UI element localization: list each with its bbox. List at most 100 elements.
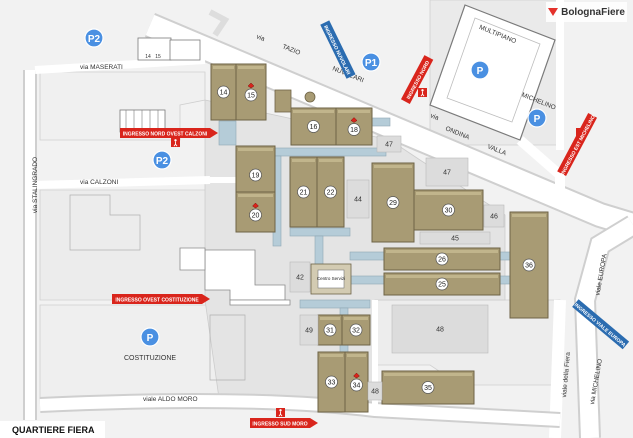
pedestrian-icon: [418, 88, 427, 97]
parking-label: P: [477, 66, 484, 77]
street-via-calzoni: via CALZONI: [80, 179, 118, 186]
area-number: 48: [436, 327, 444, 334]
hall-number: 14: [220, 90, 228, 97]
hall-number: 35: [424, 385, 432, 392]
street-via: via: [255, 33, 266, 43]
area-number: 47: [443, 170, 451, 177]
centro-servizi-label: Centro Servizi: [317, 276, 345, 281]
hall-25[interactable]: 25: [383, 272, 501, 296]
hall-20[interactable]: 20: [235, 191, 276, 233]
label-layer: via STALINGRADO via MASERATI via CALZONI…: [32, 24, 609, 405]
hall-number: 18: [350, 127, 358, 134]
hall-33[interactable]: 33: [317, 351, 346, 413]
hall-number: 30: [445, 208, 453, 215]
hall-21[interactable]: 21: [289, 156, 318, 228]
pedestrian-icon: [276, 408, 285, 417]
area-number: 44: [354, 197, 362, 204]
area-number: 46: [490, 214, 498, 221]
area-number: 47: [385, 142, 393, 149]
hall-number: 32: [352, 328, 360, 335]
hall-42[interactable]: 42: [289, 261, 311, 293]
street-viale-aldo-moro: viale ALDO MORO: [143, 396, 198, 403]
hall-number: 22: [327, 190, 335, 197]
parking-p-marker[interactable]: P: [527, 108, 547, 128]
entrance-sud-moro-label: INGRESSO SUD MORO: [252, 422, 307, 428]
hall-number: 29: [389, 200, 397, 207]
hall-44[interactable]: 44: [346, 179, 370, 219]
hall-number: 25: [438, 282, 446, 289]
multipiano-layer: [119, 4, 556, 141]
hall-number: 34: [353, 383, 361, 390]
car-park-label-b: 15: [155, 54, 161, 60]
highlight-marker-icon: [247, 82, 255, 89]
hall-49[interactable]: 49: [299, 314, 319, 346]
hall-number: 20: [252, 213, 260, 220]
area-number: 49: [305, 328, 313, 335]
car-park-label-a: 14: [145, 54, 151, 60]
hall-22[interactable]: 22: [316, 156, 345, 228]
street-via-2: via: [429, 112, 440, 122]
hall-number: 19: [252, 173, 260, 180]
hall-14[interactable]: 14: [210, 63, 237, 121]
street-via-stalingrado: via STALINGRADO: [32, 157, 39, 213]
entrance-ovest-costituzione-label: INGRESSO OVEST COSTITUZIONE: [115, 298, 199, 304]
parking-p1-marker[interactable]: P1: [361, 52, 381, 72]
hall-47[interactable]: 47: [376, 135, 402, 153]
hall-47[interactable]: 47: [425, 157, 469, 187]
hall-48[interactable]: 48: [367, 381, 383, 401]
hall-number: 16: [310, 124, 318, 131]
entrance-sud-moro[interactable]: INGRESSO SUD MORO: [250, 418, 318, 428]
brand-name: BolognaFiere: [561, 6, 625, 18]
hall-29[interactable]: 29: [371, 162, 415, 243]
map-title: QUARTIERE FIERA: [0, 421, 105, 438]
pedestrian-icon: [171, 138, 180, 147]
street-via-maserati: via MASERATI: [80, 64, 123, 71]
hall-30[interactable]: 30: [413, 189, 484, 231]
parking-label: P1: [365, 58, 378, 69]
hall-16[interactable]: 16: [290, 107, 337, 146]
parking-label: P: [534, 114, 541, 125]
bolognafiere-logo: BolognaFiere: [546, 2, 627, 22]
parking-p-marker[interactable]: P: [140, 327, 160, 347]
hall-32[interactable]: 32: [341, 314, 371, 346]
parking-label: P: [147, 333, 154, 344]
hall-45[interactable]: 45: [419, 231, 491, 245]
hall-number: 31: [326, 328, 334, 335]
place-costituzione: COSTITUZIONE: [124, 355, 176, 362]
hall-number: 26: [438, 257, 446, 264]
hall-number: 21: [300, 190, 308, 197]
highlight-marker-icon: [252, 202, 259, 209]
hall-15[interactable]: 15: [235, 63, 267, 121]
parking-label: P2: [156, 156, 169, 167]
hall-46[interactable]: 46: [483, 204, 505, 228]
area-number: 48: [371, 389, 379, 396]
area-number: 45: [451, 236, 459, 243]
parking-p-marker[interactable]: P: [470, 60, 490, 80]
parking-p2-marker[interactable]: P2: [152, 150, 172, 170]
hall-18[interactable]: 18: [335, 107, 373, 146]
bolognafiere-logo-icon: [548, 7, 559, 17]
hall-26[interactable]: 26: [383, 247, 501, 271]
entrance-nord-ovest-calzoni[interactable]: INGRESSO NORD OVEST CALZONI: [120, 128, 218, 138]
hall-number: 36: [525, 263, 533, 270]
hall-35[interactable]: 35: [381, 370, 475, 405]
highlight-marker-icon: [350, 117, 358, 123]
hall-layer: 14 15 16 18 19 20 21 22 25 26 29 30 31 32 33 34 35 36 42 44…: [210, 63, 549, 413]
parking-label: P2: [88, 34, 101, 45]
parking-p2-marker[interactable]: P2: [84, 28, 104, 48]
highlight-marker-icon: [353, 372, 360, 379]
hall-34[interactable]: 34: [344, 351, 369, 413]
street-viale-della-fiera: viale della Fiera: [561, 352, 572, 398]
hall-48[interactable]: 48: [391, 304, 489, 354]
hall-31[interactable]: 31: [317, 314, 343, 346]
hall-36[interactable]: 36: [509, 211, 549, 319]
centro-servizi[interactable]: Centro Servizi: [310, 263, 352, 295]
area-number: 42: [296, 275, 304, 282]
hall-number: 15: [247, 93, 255, 100]
hall-number: 33: [328, 380, 336, 387]
entrance-nord-ovest-calzoni-label: INGRESSO NORD OVEST CALZONI: [123, 132, 208, 138]
entrance-ovest-costituzione[interactable]: INGRESSO OVEST COSTITUZIONE: [112, 294, 210, 304]
